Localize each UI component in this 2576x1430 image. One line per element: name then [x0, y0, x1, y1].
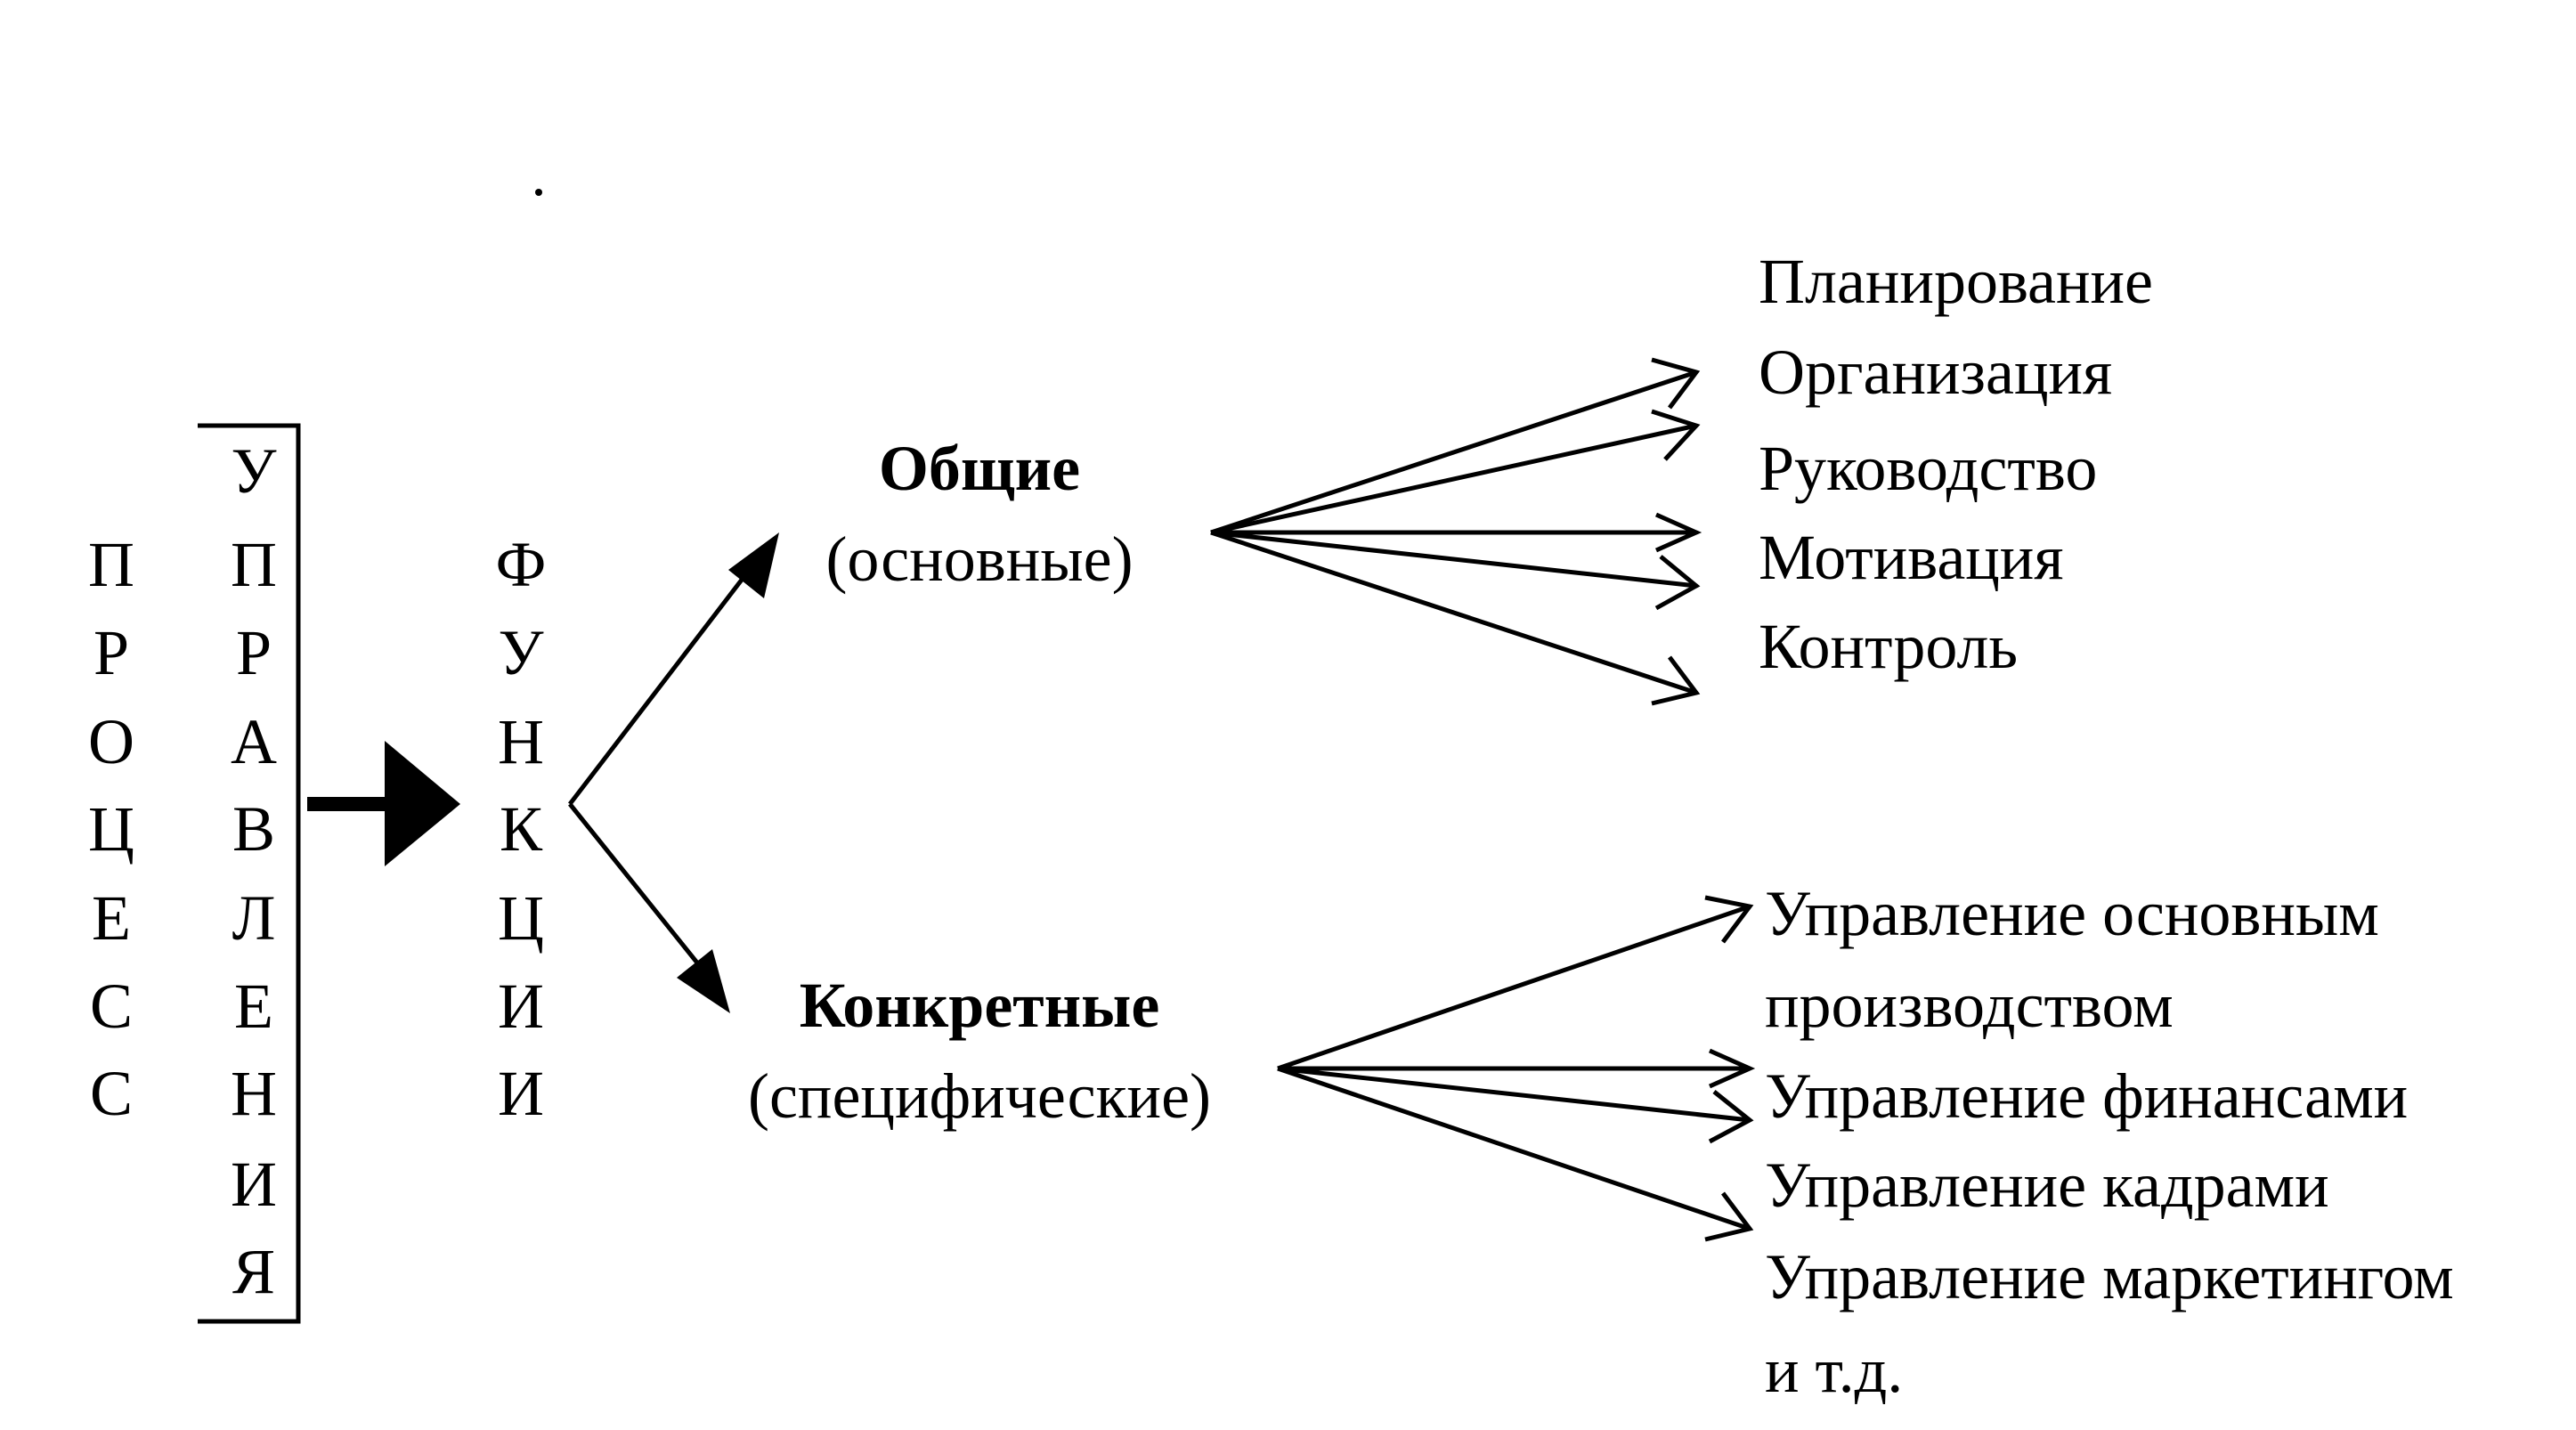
arrow-to-specific-head: [677, 949, 730, 1013]
management-letter: Е: [234, 971, 273, 1042]
process-letter: С: [89, 1058, 134, 1129]
general-title: Общие: [878, 433, 1081, 504]
functions-letter: И: [498, 1058, 544, 1129]
general-item: Планирование: [1759, 246, 2153, 317]
arrow-to-general-head: [728, 532, 779, 598]
management-bracket: [198, 423, 301, 1324]
functions-letter: И: [498, 971, 544, 1042]
specific-item: Управление кадрами: [1765, 1150, 2329, 1221]
specific-item: производством: [1765, 970, 2174, 1041]
stray-dot: [535, 189, 542, 196]
process-letter: Р: [93, 617, 130, 688]
management-letter: Н: [231, 1058, 277, 1129]
general-item: Контроль: [1759, 611, 2019, 682]
specific-subtitle: (специфические): [747, 1060, 1212, 1132]
specific-item: Управление маркетингом: [1765, 1241, 2454, 1312]
specific-fan-arrows: [1277, 895, 1756, 1242]
management-letter: У: [231, 435, 277, 507]
process-letter: О: [88, 706, 134, 777]
general-item: Руководство: [1759, 433, 2098, 504]
process-letter: С: [89, 971, 134, 1042]
management-letter: В: [232, 793, 276, 865]
specific-item: Управление финансами: [1765, 1060, 2409, 1132]
main-arrow-head: [385, 741, 460, 866]
specific-title: Конкретные: [799, 970, 1160, 1041]
management-letter: А: [231, 706, 277, 777]
specific-item: Управление основным: [1765, 878, 2379, 949]
process-letter: П: [88, 529, 134, 600]
general-fan-arrows: [1210, 357, 1702, 706]
general-subtitle: (основные): [825, 524, 1134, 595]
process-letter: Ц: [88, 793, 134, 865]
management-letter: П: [231, 529, 277, 600]
arrow-to-specific: [568, 802, 705, 972]
specific-item: и т.д.: [1765, 1335, 1904, 1406]
management-letter: Я: [232, 1236, 276, 1307]
management-letter: И: [231, 1149, 277, 1220]
functions-letter: У: [498, 617, 544, 688]
functions-letter: Ц: [498, 882, 544, 954]
functions-letter: К: [499, 793, 543, 865]
functions-letter: Ф: [495, 529, 547, 600]
functions-letter: Н: [498, 706, 544, 777]
general-item: Мотивация: [1759, 522, 2064, 593]
management-letter: Р: [235, 617, 272, 688]
management-letter: Л: [232, 882, 276, 954]
process-letter: Е: [92, 882, 131, 954]
arrow-to-general: [568, 566, 752, 806]
general-item: Организация: [1759, 337, 2113, 408]
